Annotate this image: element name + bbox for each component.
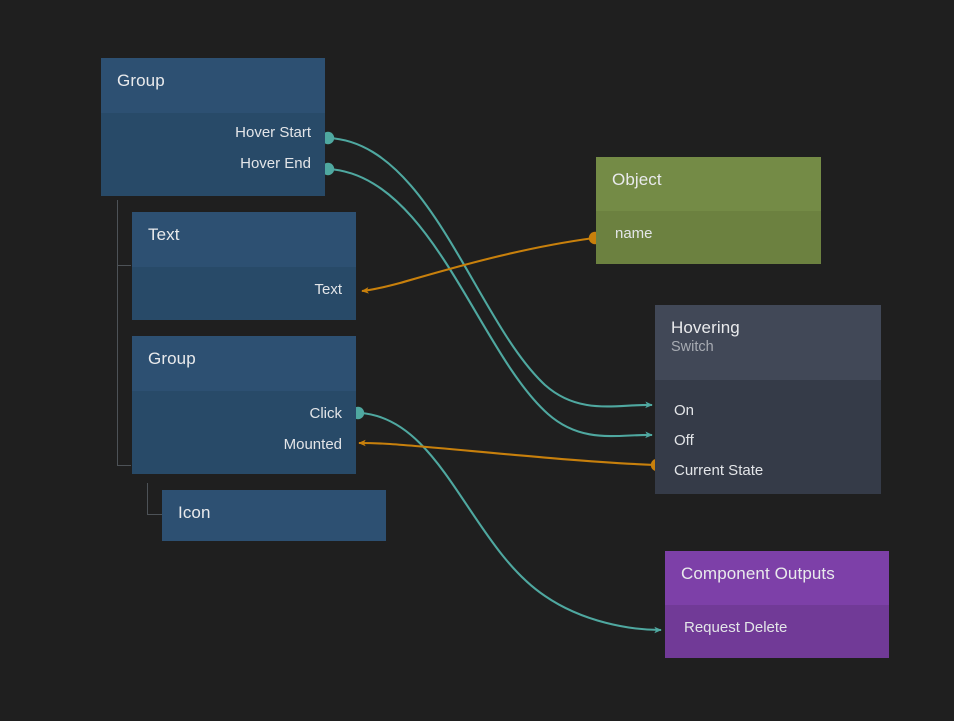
wire-current-state-to-mounted <box>358 439 656 467</box>
node-header[interactable]: Hovering Switch <box>655 305 881 380</box>
node-body: name <box>596 211 821 264</box>
node-title: Group <box>117 71 165 90</box>
port-label: Text <box>314 280 342 298</box>
node-body: Hover Start Hover End <box>101 113 325 196</box>
node-header[interactable]: Group <box>132 336 356 391</box>
tree-guide-vertical-group <box>147 483 148 515</box>
node-body: Text <box>132 267 356 320</box>
port-label: name <box>615 224 653 242</box>
port-current-state[interactable]: Current State <box>655 461 763 479</box>
node-subtitle: Switch <box>671 339 714 356</box>
wire-name-to-text <box>361 236 595 294</box>
node-title: Text <box>148 225 180 244</box>
port-label: Mounted <box>283 435 342 453</box>
port-name[interactable]: name <box>596 224 653 242</box>
node-group-child[interactable]: Group Click Mounted <box>132 336 356 474</box>
port-label: Hover Start <box>235 123 311 141</box>
port-hover-start[interactable]: Hover Start <box>235 123 325 141</box>
port-label: Hover End <box>240 154 311 172</box>
node-header[interactable]: Group <box>101 58 325 113</box>
node-title: Hovering <box>671 318 740 337</box>
node-object[interactable]: Object name <box>596 157 821 264</box>
port-label: Off <box>674 431 694 449</box>
node-component-outputs[interactable]: Component Outputs Request Delete <box>665 551 889 658</box>
node-title: Component Outputs <box>681 564 835 583</box>
node-group-root[interactable]: Group Hover Start Hover End <box>101 58 325 196</box>
port-click[interactable]: Click <box>310 404 357 422</box>
node-title: Group <box>148 349 196 368</box>
tree-guide-branch-text <box>117 265 131 266</box>
node-text[interactable]: Text Text <box>132 212 356 320</box>
node-header[interactable]: Icon <box>162 490 386 541</box>
tree-guide-vertical-root <box>117 200 118 466</box>
node-title: Object <box>612 170 662 189</box>
node-header[interactable]: Component Outputs <box>665 551 889 605</box>
port-label: Current State <box>674 461 764 479</box>
port-off[interactable]: Off <box>655 431 694 449</box>
node-body: Click Mounted <box>132 391 356 474</box>
node-hovering-switch[interactable]: Hovering Switch On Off Current State <box>655 305 881 494</box>
port-on[interactable]: On <box>655 401 694 419</box>
port-request-delete[interactable]: Request Delete <box>665 618 787 636</box>
node-header[interactable]: Object <box>596 157 821 211</box>
tree-guide-branch-icon <box>147 514 162 515</box>
port-label: On <box>674 401 695 419</box>
tree-guide-branch-group <box>117 465 131 466</box>
node-icon[interactable]: Icon <box>162 490 386 541</box>
node-body: On Off Current State <box>655 380 881 494</box>
port-label: Click <box>309 404 343 422</box>
node-header[interactable]: Text <box>132 212 356 267</box>
port-label: Request Delete <box>684 618 788 636</box>
port-hover-end[interactable]: Hover End <box>240 154 325 172</box>
port-mounted[interactable]: Mounted <box>284 435 356 453</box>
port-text-input[interactable]: Text <box>314 280 356 298</box>
node-title: Icon <box>178 503 211 522</box>
wire-click-to-request-delete <box>359 411 662 634</box>
node-body: Request Delete <box>665 605 889 658</box>
